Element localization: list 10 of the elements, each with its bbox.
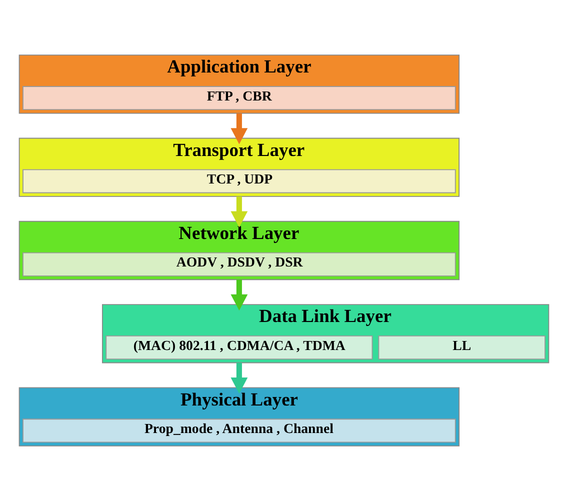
node-box: Prop_mode , Antenna , Channel: [22, 418, 456, 443]
arrow: [230, 113, 248, 144]
arrow: [230, 280, 248, 311]
arrow: [230, 196, 248, 228]
node-box: FTP , CBR: [22, 86, 456, 110]
node-box: (MAC) 802.11 , CDMA/CA , TDMA: [106, 336, 373, 360]
node-box: AODV , DSDV , DSR: [22, 252, 456, 276]
node-box: TCP , UDP: [22, 169, 456, 194]
node-box: LL: [378, 336, 546, 360]
arrow: [230, 362, 248, 394]
